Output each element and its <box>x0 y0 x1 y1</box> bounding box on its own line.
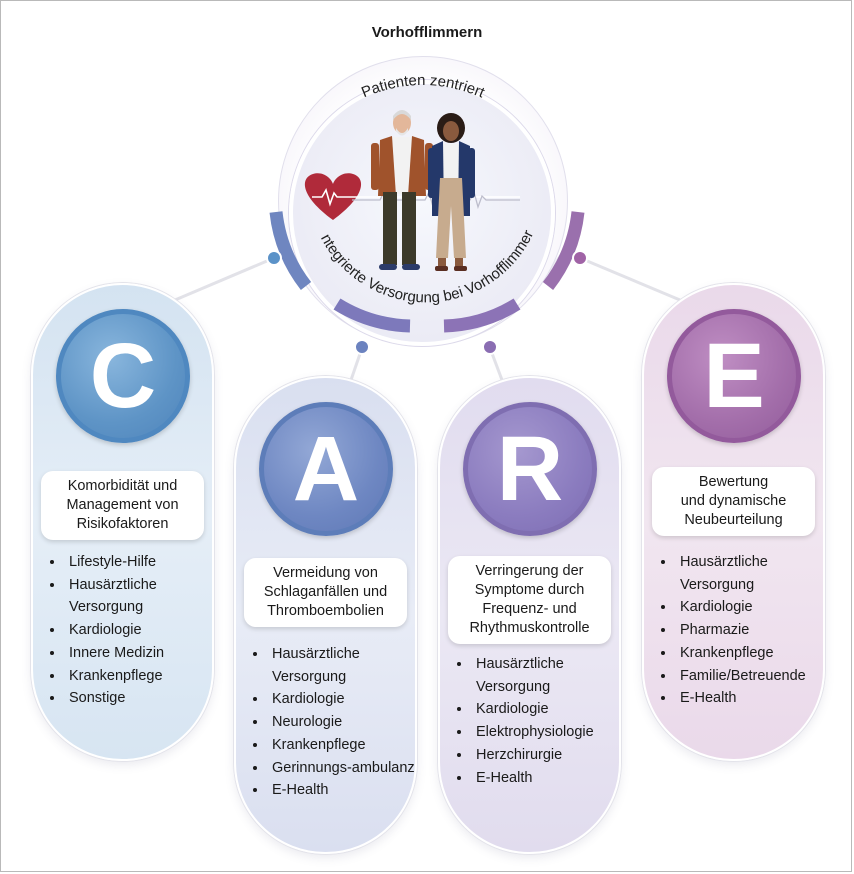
diagram-title: Vorhofflimmern <box>371 24 483 41</box>
label-line: Frequenz- und <box>482 601 577 617</box>
letter-a: A <box>292 418 360 520</box>
label-line: Rhythmuskontrolle <box>469 620 590 636</box>
list-item: Innere Medizin <box>65 642 225 665</box>
list-item: Hausärztliche Versorgung <box>268 643 428 688</box>
label-line: Vermeidung von <box>273 565 378 581</box>
label-line: Thromboembolien <box>267 603 384 619</box>
heart-icon <box>304 173 520 220</box>
label-line: Risikofaktoren <box>76 516 169 532</box>
list-item: Hausärztliche Versorgung <box>472 653 632 698</box>
item-list-r: Hausärztliche Versorgung Kardiologie Ele… <box>440 653 632 789</box>
list-item: Gerinnungs-ambulanz <box>268 757 428 780</box>
list-item: Sonstige <box>65 687 225 710</box>
list-item: Kardiologie <box>472 698 632 721</box>
list-item: Kardiologie <box>65 619 225 642</box>
label-box-a: Vermeidung von Schlaganfällen und Thromb… <box>244 558 407 627</box>
letter-circle-a: A <box>259 402 393 536</box>
care-column-c: C Komorbidität und Management von Risiko… <box>31 283 214 761</box>
letter-circle-r: R <box>463 402 597 536</box>
list-item: Kardiologie <box>268 688 428 711</box>
svg-text:Patienten zentriert: Patienten zentriert <box>359 72 488 102</box>
label-line: Symptome durch <box>474 582 585 598</box>
elderly-man-icon <box>371 110 433 270</box>
letter-e: E <box>703 325 765 427</box>
list-item: Elektrophysiologie <box>472 721 632 744</box>
care-column-e: E Bewertung und dynamische Neubeurteilun… <box>642 283 825 761</box>
item-list-a: Hausärztliche Versorgung Kardiologie Neu… <box>236 643 428 802</box>
list-item: Pharmazie <box>676 619 836 642</box>
connector-dot-a <box>354 339 370 355</box>
item-list-e: Hausärztliche Versorgung Kardiologie Pha… <box>644 551 836 710</box>
label-line: und dynamische <box>680 493 787 509</box>
list-item: E-Health <box>676 687 836 710</box>
connector-dot-c <box>266 250 282 266</box>
list-item: Neurologie <box>268 711 428 734</box>
list-item: Krankenpflege <box>268 734 428 757</box>
letter-circle-c: C <box>56 309 190 443</box>
label-line: Schlaganfällen und <box>263 584 388 600</box>
list-item: Krankenpflege <box>65 665 225 688</box>
label-line: Verringerung der <box>475 563 584 579</box>
care-column-a: A Vermeidung von Schlaganfällen und Thro… <box>234 376 417 854</box>
arc-segment-a <box>333 298 411 333</box>
arc-segment-c <box>269 211 312 290</box>
care-column-r: R Verringerung der Symptome durch Freque… <box>438 376 621 854</box>
connector-line-c <box>174 256 275 302</box>
label-line: Neubeurteilung <box>684 512 783 528</box>
list-item: Hausärztliche Versorgung <box>676 551 836 596</box>
arc-segment-r <box>443 298 521 333</box>
connector-line-e <box>579 256 681 302</box>
label-line: Management von <box>66 497 179 513</box>
list-item: Herzchirurgie <box>472 744 632 767</box>
label-line: Bewertung <box>698 474 769 490</box>
woman-icon <box>428 113 475 271</box>
connector-dot-e <box>572 250 588 266</box>
item-list-c: Lifestyle-Hilfe Hausärztliche Versorgung… <box>33 551 225 710</box>
list-item: Krankenpflege <box>676 642 836 665</box>
list-item: E-Health <box>268 779 428 802</box>
letter-c: C <box>89 325 157 427</box>
center-top-text: Patienten zentriert <box>359 72 488 102</box>
label-box-r: Verringerung der Symptome durch Frequenz… <box>448 556 611 644</box>
list-item: Kardiologie <box>676 596 836 619</box>
label-box-c: Komorbidität und Management von Risikofa… <box>41 471 204 540</box>
list-item: E-Health <box>472 767 632 790</box>
label-box-e: Bewertung und dynamische Neubeurteilung <box>652 467 815 536</box>
label-line: Komorbidität und <box>67 478 178 494</box>
connector-dot-r <box>482 339 498 355</box>
letter-r: R <box>496 418 564 520</box>
letter-circle-e: E <box>667 309 801 443</box>
arc-segment-e <box>542 211 585 290</box>
list-item: Lifestyle-Hilfe <box>65 551 225 574</box>
list-item: Hausärztliche Versorgung <box>65 574 225 619</box>
list-item: Familie/Betreuende <box>676 665 836 688</box>
